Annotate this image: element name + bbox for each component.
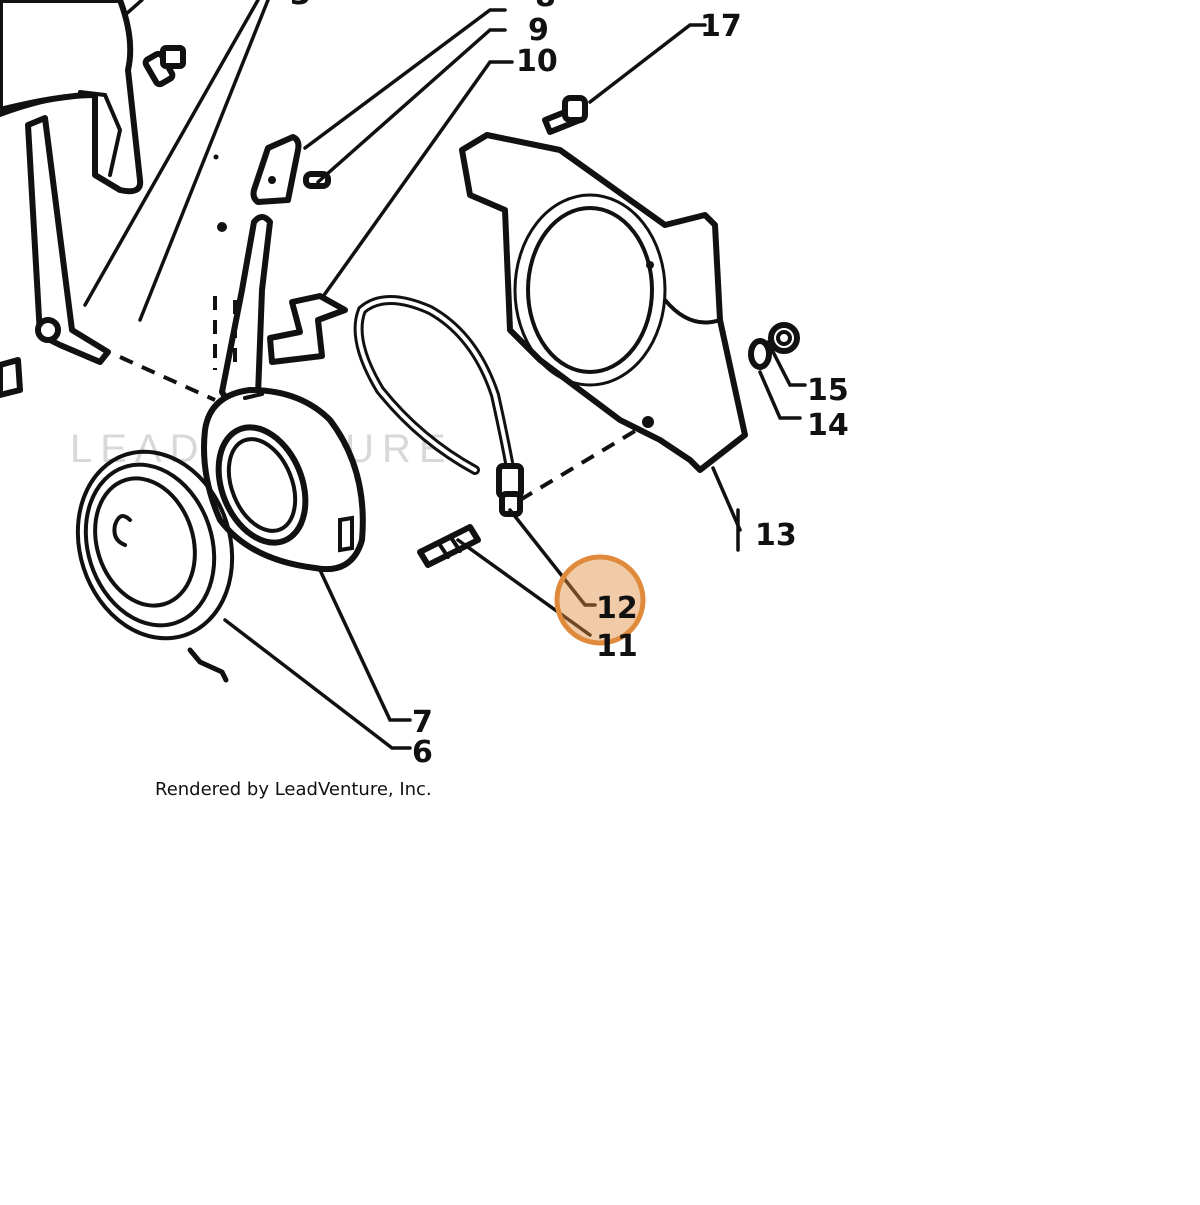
callout-label: 10	[516, 44, 558, 79]
callout-label: 3	[290, 0, 311, 12]
plate-part	[250, 134, 302, 205]
brake-band-part	[353, 295, 524, 517]
callout-label: 9	[528, 13, 549, 48]
guide-line	[518, 423, 647, 502]
bracket-part	[267, 293, 348, 365]
callout-label: 7	[412, 705, 433, 740]
bolt-part	[142, 45, 186, 88]
hole-dot	[217, 222, 227, 232]
screw-part	[542, 95, 588, 135]
spring-part	[75, 449, 235, 683]
guide-line	[119, 355, 216, 402]
callout-highlight	[554, 554, 646, 646]
drum-part	[201, 387, 366, 573]
leader-lines	[83, 0, 807, 750]
callout-label: 15	[807, 373, 849, 408]
callout-label: 14	[807, 408, 849, 443]
housing-part	[0, 0, 144, 195]
callout-label: 6	[412, 735, 433, 770]
cover-plate-part	[459, 132, 748, 473]
washer-part	[748, 338, 772, 370]
stud-part	[417, 524, 481, 568]
hole-dot	[213, 154, 219, 160]
callout-label-highlighted[interactable]: 12	[596, 591, 638, 626]
lever-arm-part	[0, 115, 111, 398]
callout-label: 11	[596, 629, 638, 664]
credit-text: Rendered by LeadVenture, Inc.	[155, 779, 432, 800]
brake-lever-part	[219, 214, 273, 408]
callout-label: 13	[755, 518, 797, 553]
callout-label: 17	[700, 9, 742, 44]
callout-label: 8	[535, 0, 556, 14]
nut-part	[768, 322, 800, 354]
